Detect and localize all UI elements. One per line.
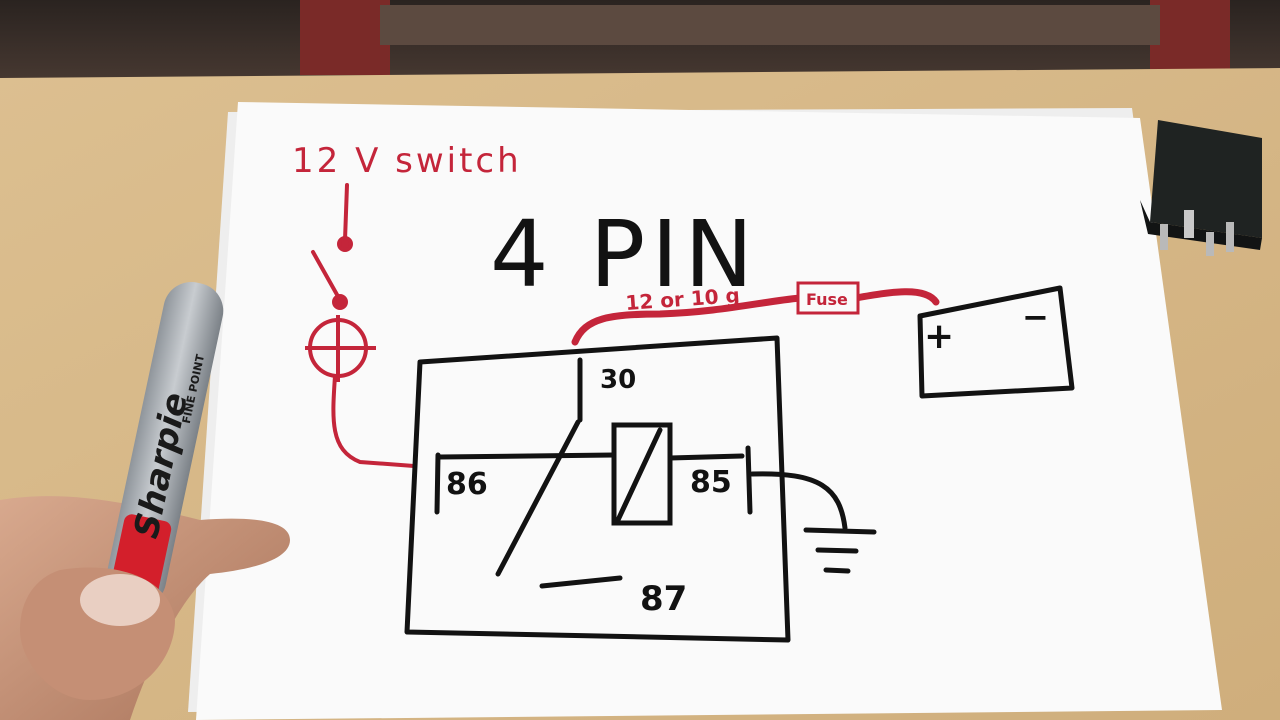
switch-symbol: [311, 183, 353, 310]
hand-holding-marker: Sharpie FINE POINT: [0, 282, 290, 720]
pin-87-label: 87: [640, 579, 687, 619]
red-stand-left: [300, 0, 390, 75]
fuse-symbol: [796, 281, 860, 315]
wire-30-to-fuse: [571, 294, 804, 346]
shelf-beam: [380, 5, 1160, 45]
red-stand-right: [1150, 0, 1230, 75]
relay-internals: [434, 357, 753, 589]
diagram-title: 4 PIN: [490, 201, 759, 308]
indicator-symbol: [305, 315, 376, 382]
battery-symbol: [917, 285, 1075, 399]
relay-box: [404, 335, 791, 643]
battery-minus-label: −: [1022, 298, 1049, 336]
switch-label: 12 V switch: [292, 141, 522, 181]
wire-switch-to-86: [331, 375, 415, 468]
pin-86-label: 86: [446, 467, 488, 502]
pin-30-label: 30: [600, 365, 636, 395]
pin-85-label: 85: [690, 465, 732, 500]
battery-plus-label: +: [924, 316, 954, 357]
wire-fuse-to-battery: [852, 288, 940, 306]
fuse-label: Fuse: [806, 290, 848, 309]
paper-sheet: [196, 102, 1222, 720]
ground-symbol: [749, 471, 877, 574]
physical-relay: [1140, 120, 1262, 256]
